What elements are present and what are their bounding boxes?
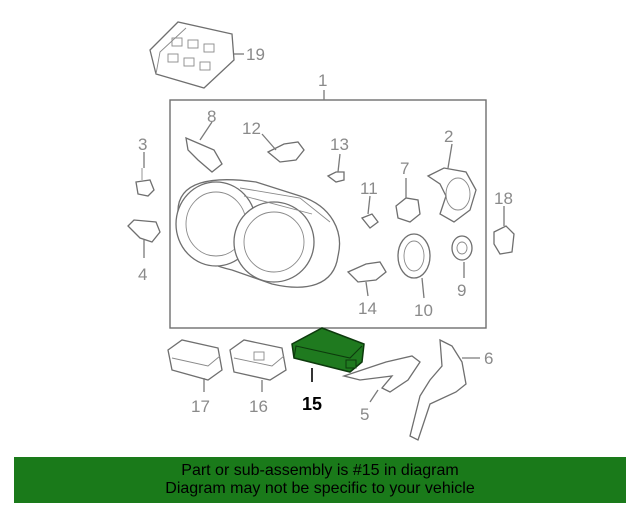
callout-13[interactable]: 13 bbox=[330, 135, 349, 154]
parts-diagram: 19 1 8 12 13 11 14 7 bbox=[127, 21, 515, 441]
leader-5 bbox=[369, 389, 379, 403]
part-4-clip[interactable] bbox=[127, 219, 161, 243]
leader-11 bbox=[367, 195, 371, 215]
part-14-bulb[interactable] bbox=[346, 261, 387, 283]
callout-16[interactable]: 16 bbox=[249, 397, 268, 416]
part-9-socket[interactable] bbox=[451, 235, 473, 261]
leader-8 bbox=[199, 121, 213, 141]
callout-9[interactable]: 9 bbox=[457, 281, 466, 300]
part-3-bolt[interactable] bbox=[135, 168, 155, 197]
part-12-bulb[interactable] bbox=[266, 141, 305, 163]
callout-17[interactable]: 17 bbox=[191, 397, 210, 416]
part-6-bracket[interactable] bbox=[409, 338, 467, 441]
part-16-module[interactable] bbox=[229, 339, 287, 381]
callout-12[interactable]: 12 bbox=[242, 119, 261, 138]
callout-5[interactable]: 5 bbox=[360, 405, 369, 424]
callout-3[interactable]: 3 bbox=[138, 135, 147, 154]
part-18-clip[interactable] bbox=[493, 225, 515, 255]
callout-2[interactable]: 2 bbox=[444, 127, 453, 146]
part-15-ballast-highlighted[interactable] bbox=[291, 327, 365, 373]
part-19-cover[interactable] bbox=[149, 21, 235, 89]
part-8-bulb[interactable] bbox=[185, 136, 223, 173]
part-17-module[interactable] bbox=[167, 339, 223, 381]
callout-19[interactable]: 19 bbox=[246, 45, 265, 64]
callout-7[interactable]: 7 bbox=[400, 159, 409, 178]
part-7-socket[interactable] bbox=[395, 197, 421, 223]
callout-14[interactable]: 14 bbox=[358, 299, 377, 318]
banner-line-2: Diagram may not be specific to your vehi… bbox=[165, 480, 475, 497]
callout-1[interactable]: 1 bbox=[318, 71, 327, 90]
callout-8[interactable]: 8 bbox=[207, 107, 216, 126]
callout-11[interactable]: 11 bbox=[360, 179, 378, 198]
part-13-bulb[interactable] bbox=[326, 171, 345, 183]
part-11-bulb[interactable] bbox=[360, 213, 379, 229]
part-10-gasket[interactable] bbox=[397, 233, 431, 279]
callout-15-highlighted[interactable]: 15 bbox=[302, 394, 322, 414]
info-banner: Part or sub-assembly is #15 in diagram D… bbox=[14, 457, 626, 503]
callout-18[interactable]: 18 bbox=[494, 189, 513, 208]
part-5-bracket[interactable] bbox=[341, 355, 421, 393]
leader-2 bbox=[447, 143, 453, 169]
callout-6[interactable]: 6 bbox=[484, 349, 493, 368]
headlamp-assembly-box bbox=[169, 99, 487, 329]
callout-4[interactable]: 4 bbox=[138, 265, 147, 284]
part-1-headlamp[interactable] bbox=[175, 179, 341, 288]
leader-14 bbox=[365, 281, 369, 297]
banner-line-1: Part or sub-assembly is #15 in diagram bbox=[181, 462, 459, 479]
leader-13 bbox=[337, 153, 341, 173]
leader-12 bbox=[261, 133, 277, 151]
leader-10 bbox=[421, 277, 425, 299]
part-2-cap[interactable] bbox=[426, 167, 477, 223]
callout-10[interactable]: 10 bbox=[414, 301, 433, 320]
